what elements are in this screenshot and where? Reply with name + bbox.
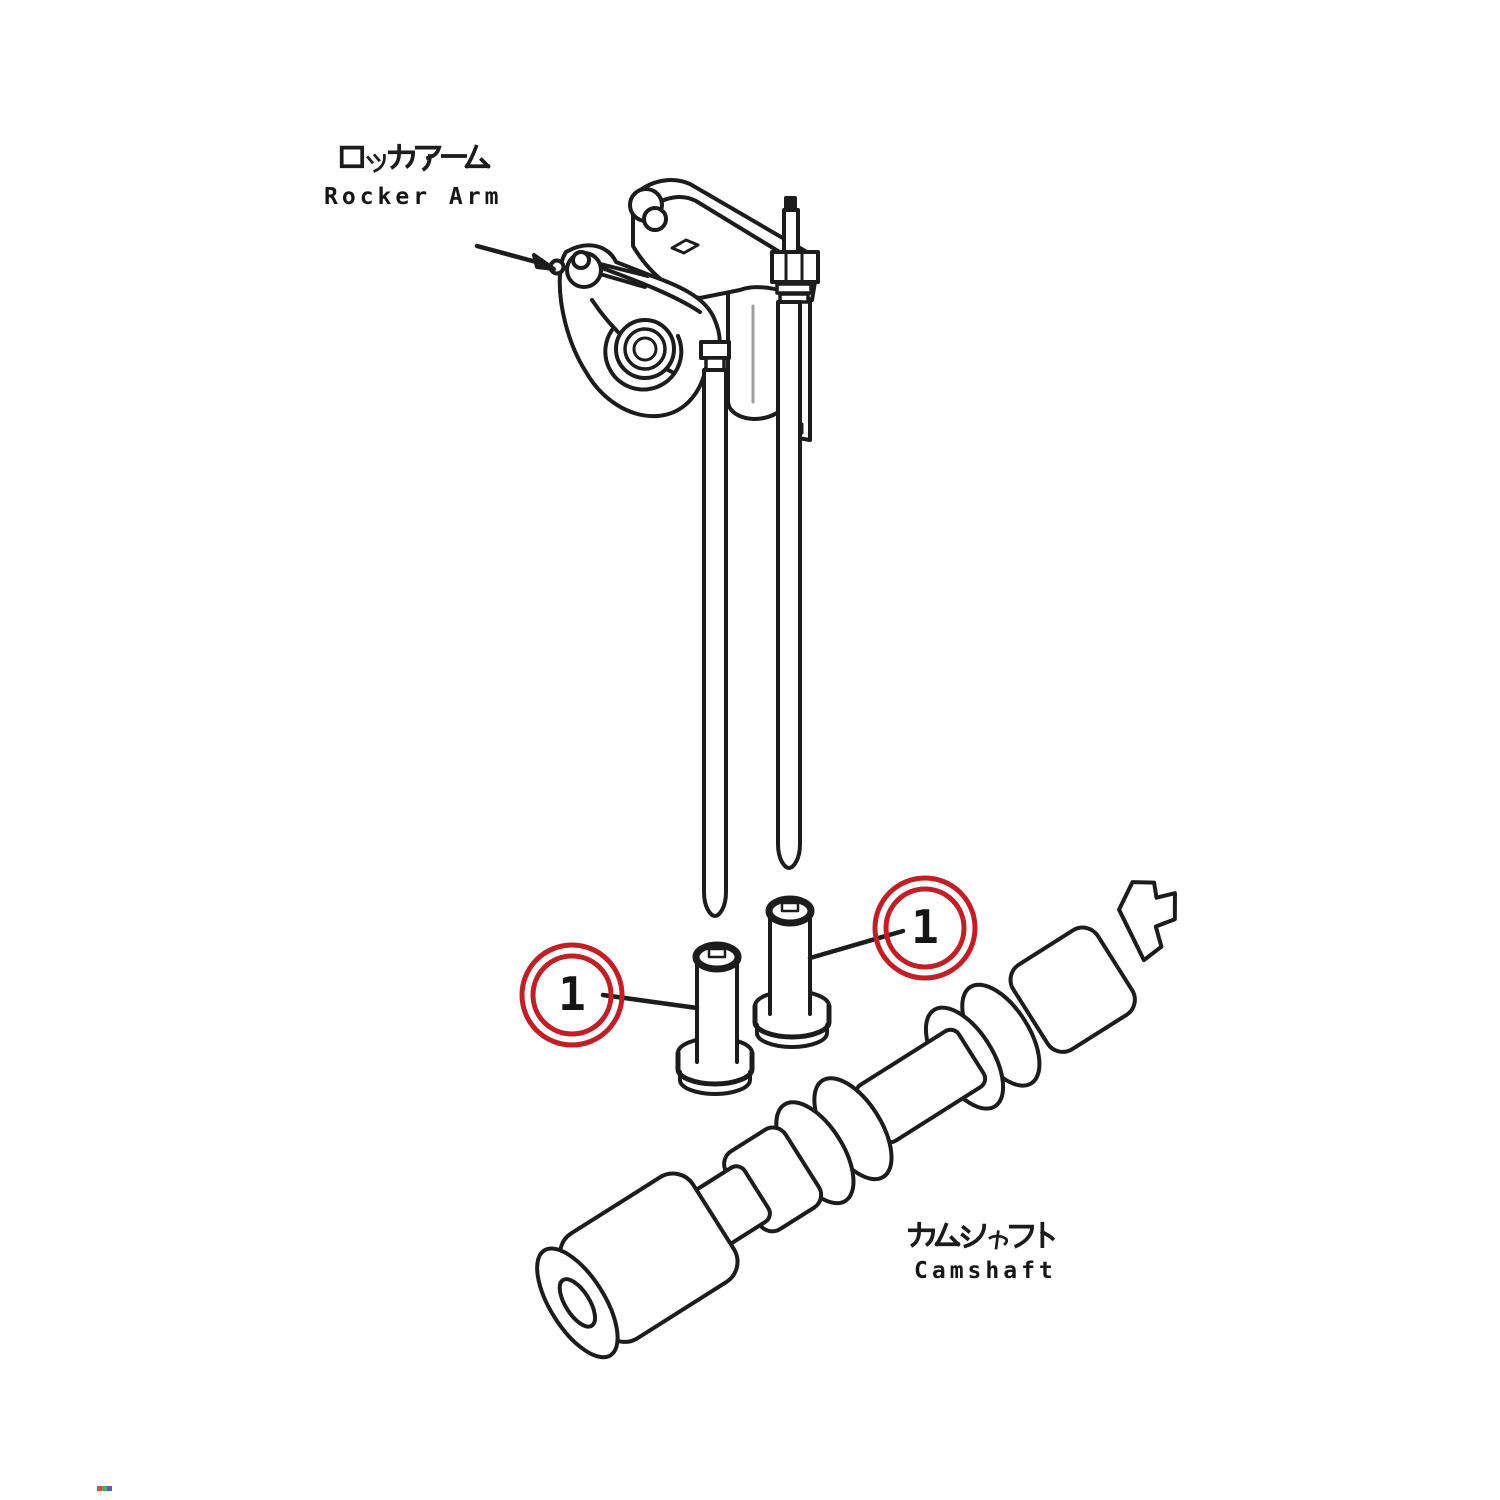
rocker-arm-label-en: Rocker Arm [324,184,503,210]
camshaft-gear-tip [1117,880,1177,963]
valve-lifter-left-drawing [675,941,755,1096]
camshaft-label-jp [908,1221,1056,1250]
camshaft-center-hole [557,1277,598,1329]
kana-mu [934,1222,961,1247]
lifter-flange-lip [755,1023,829,1049]
callout-outer-ring [872,875,978,981]
pointer-arrowhead [532,253,556,271]
lifter-top-notch [780,901,800,913]
camshaft-drawing [535,880,1177,1360]
push-rod-right-drawing [776,300,802,870]
kana-a [414,145,442,172]
kana-ro [339,145,365,169]
arm-link-line [598,272,647,289]
boss-housing-arc [603,328,684,392]
kana-fu [1008,1224,1035,1249]
callout-circle-left [519,942,625,1048]
arm-link-line [598,262,650,278]
push-rod-left-drawing [702,368,728,918]
kana-small-ya [988,1230,1009,1250]
rocker-arm-label-jp [339,143,491,173]
callout-number-right: 1 [911,900,939,954]
lifter-body [768,910,812,1016]
camshaft-label-en: Camshaft [914,1258,1057,1284]
callout-circle-right [872,875,978,981]
bolt-head-inner [642,206,668,232]
kana-mu [464,144,491,169]
lifter-flange-lip [678,1070,752,1096]
washer [775,282,813,295]
lifter-body [695,956,739,1064]
rocker-arm-pointer [474,243,556,271]
push-rod [702,368,728,918]
camshaft-journal-right [1008,925,1137,1054]
bracket-slot-hole [670,238,700,255]
kana-to [1039,1221,1056,1248]
stud [782,208,800,258]
callout-inner-ring [530,953,614,1037]
spring-boss-mid [623,327,667,371]
rocker-arm-assembly-drawing [548,178,820,442]
callout-inner-ring [883,886,967,970]
spring-boss-inner [632,336,658,362]
lifter-top-notch [707,947,727,959]
adjust-screw-nut [699,340,731,360]
callout-outer-ring [519,942,625,1048]
arm-web-line [600,266,702,314]
kana-small-tsu [366,153,386,173]
kana-ka [388,143,415,170]
kana-shi [960,1223,987,1249]
kana-ka [908,1221,935,1248]
callout-number-left: 1 [558,967,586,1021]
push-rod [776,300,802,870]
pivot-bolt [571,250,591,270]
color-artifact [97,1486,112,1491]
pointer-line [474,243,543,266]
leader-line-left [600,992,700,1011]
stud-nut [770,250,820,284]
valve-lifter-right-drawing [752,895,832,1049]
